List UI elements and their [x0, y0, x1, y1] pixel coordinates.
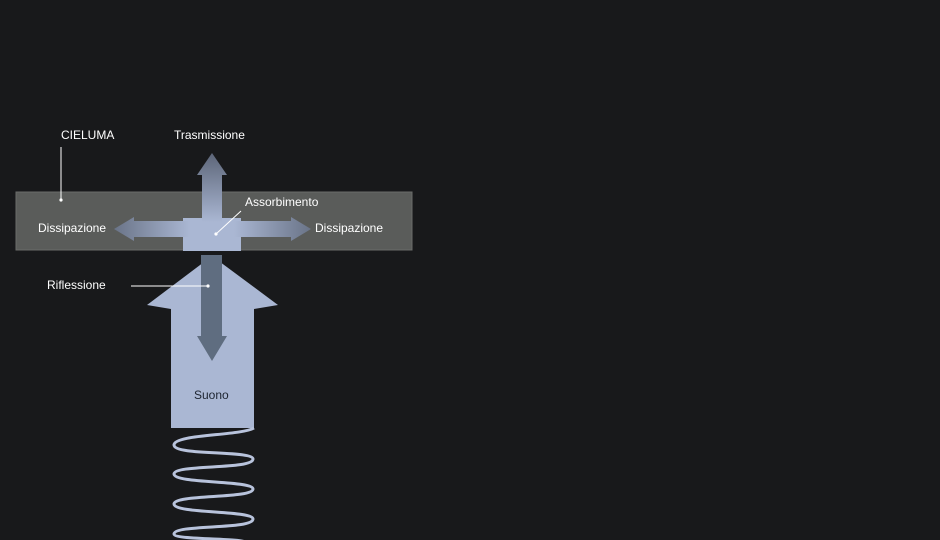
- reflection-leader-dot: [206, 284, 210, 288]
- dissipation-left-label: Dissipazione: [38, 221, 107, 235]
- absorption-label: Assorbimento: [245, 195, 319, 209]
- sound-wave: [172, 426, 255, 540]
- transmission-label: Trasmissione: [174, 128, 245, 142]
- transmission-arrow: [197, 153, 227, 222]
- dissipation-left-arrow: [114, 217, 190, 241]
- material-leader-dot: [59, 198, 63, 202]
- absorption-block: [183, 218, 241, 251]
- reflection-arrow: [197, 255, 227, 361]
- dissipation-right-label: Dissipazione: [315, 221, 384, 235]
- material-label: CIELUMA: [61, 128, 115, 142]
- absorption-leader-line: [215, 210, 242, 235]
- sound-label: Suono: [194, 388, 229, 402]
- absorption-leader-dot: [214, 232, 218, 236]
- reflection-label: Riflessione: [47, 278, 106, 292]
- dissipation-right-arrow: [234, 217, 311, 241]
